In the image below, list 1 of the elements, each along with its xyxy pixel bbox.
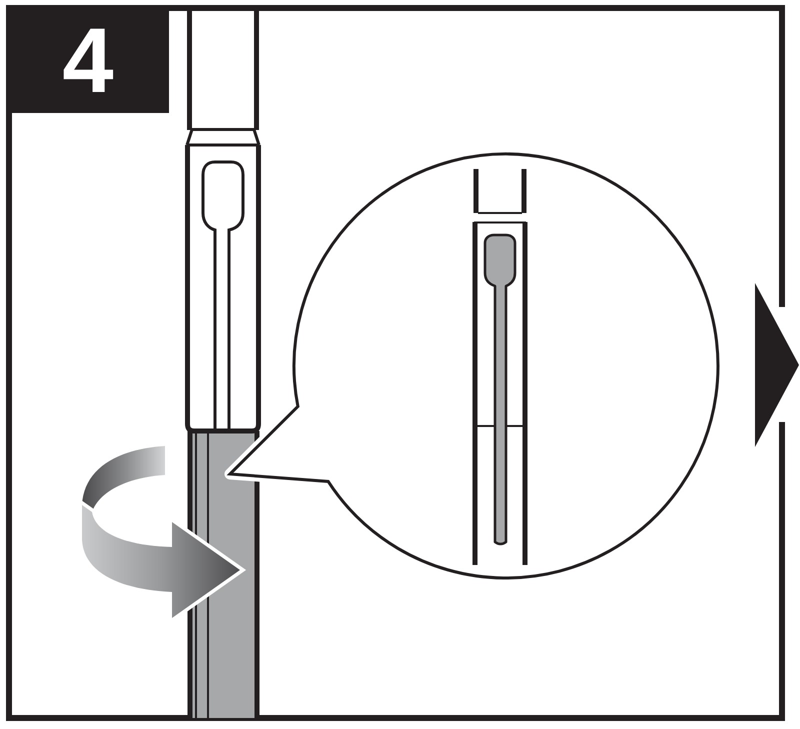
step-number: 4 [61, 15, 115, 107]
